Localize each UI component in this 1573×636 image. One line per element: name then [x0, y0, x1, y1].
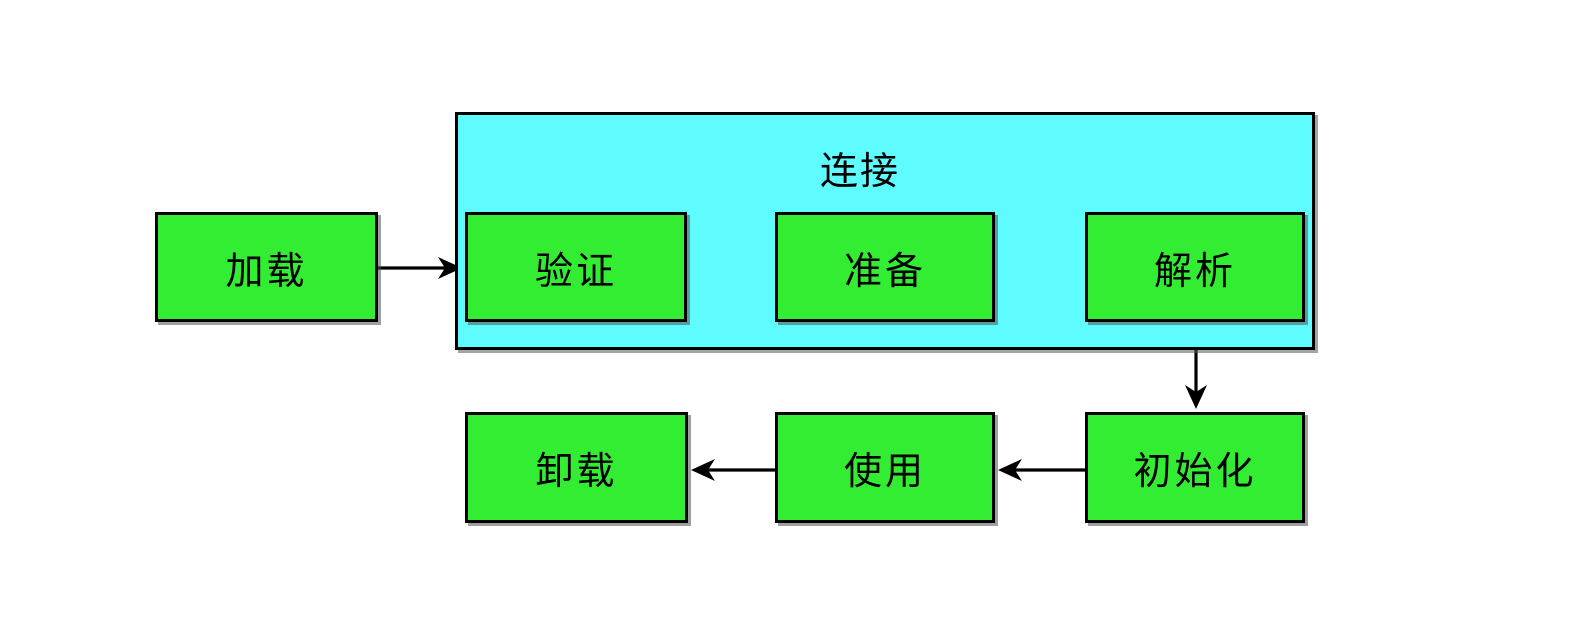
node-label-load: 加载	[225, 248, 308, 293]
node-label-verify: 验证	[534, 248, 617, 293]
node-label-resolve: 解析	[1153, 248, 1236, 293]
node-label-use: 使用	[843, 449, 926, 493]
node-resolve[interactable]: 解析	[1085, 212, 1305, 322]
node-load[interactable]: 加载	[155, 212, 378, 322]
node-label-unload: 卸载	[535, 449, 618, 493]
node-prepare[interactable]: 准备	[775, 212, 995, 322]
node-unload[interactable]: 卸载	[465, 412, 688, 523]
arrow-load-to-verify	[378, 257, 462, 279]
connection-phase-label: 连接	[820, 149, 901, 193]
node-use[interactable]: 使用	[775, 412, 995, 523]
node-verify[interactable]: 验证	[465, 212, 687, 322]
arrow-use-to-unload	[691, 459, 775, 481]
node-initialize[interactable]: 初始化	[1085, 412, 1305, 523]
arrow-initialize-to-use	[998, 459, 1085, 481]
node-label-prepare: 准备	[843, 248, 926, 293]
node-label-initialize: 初始化	[1133, 449, 1257, 493]
